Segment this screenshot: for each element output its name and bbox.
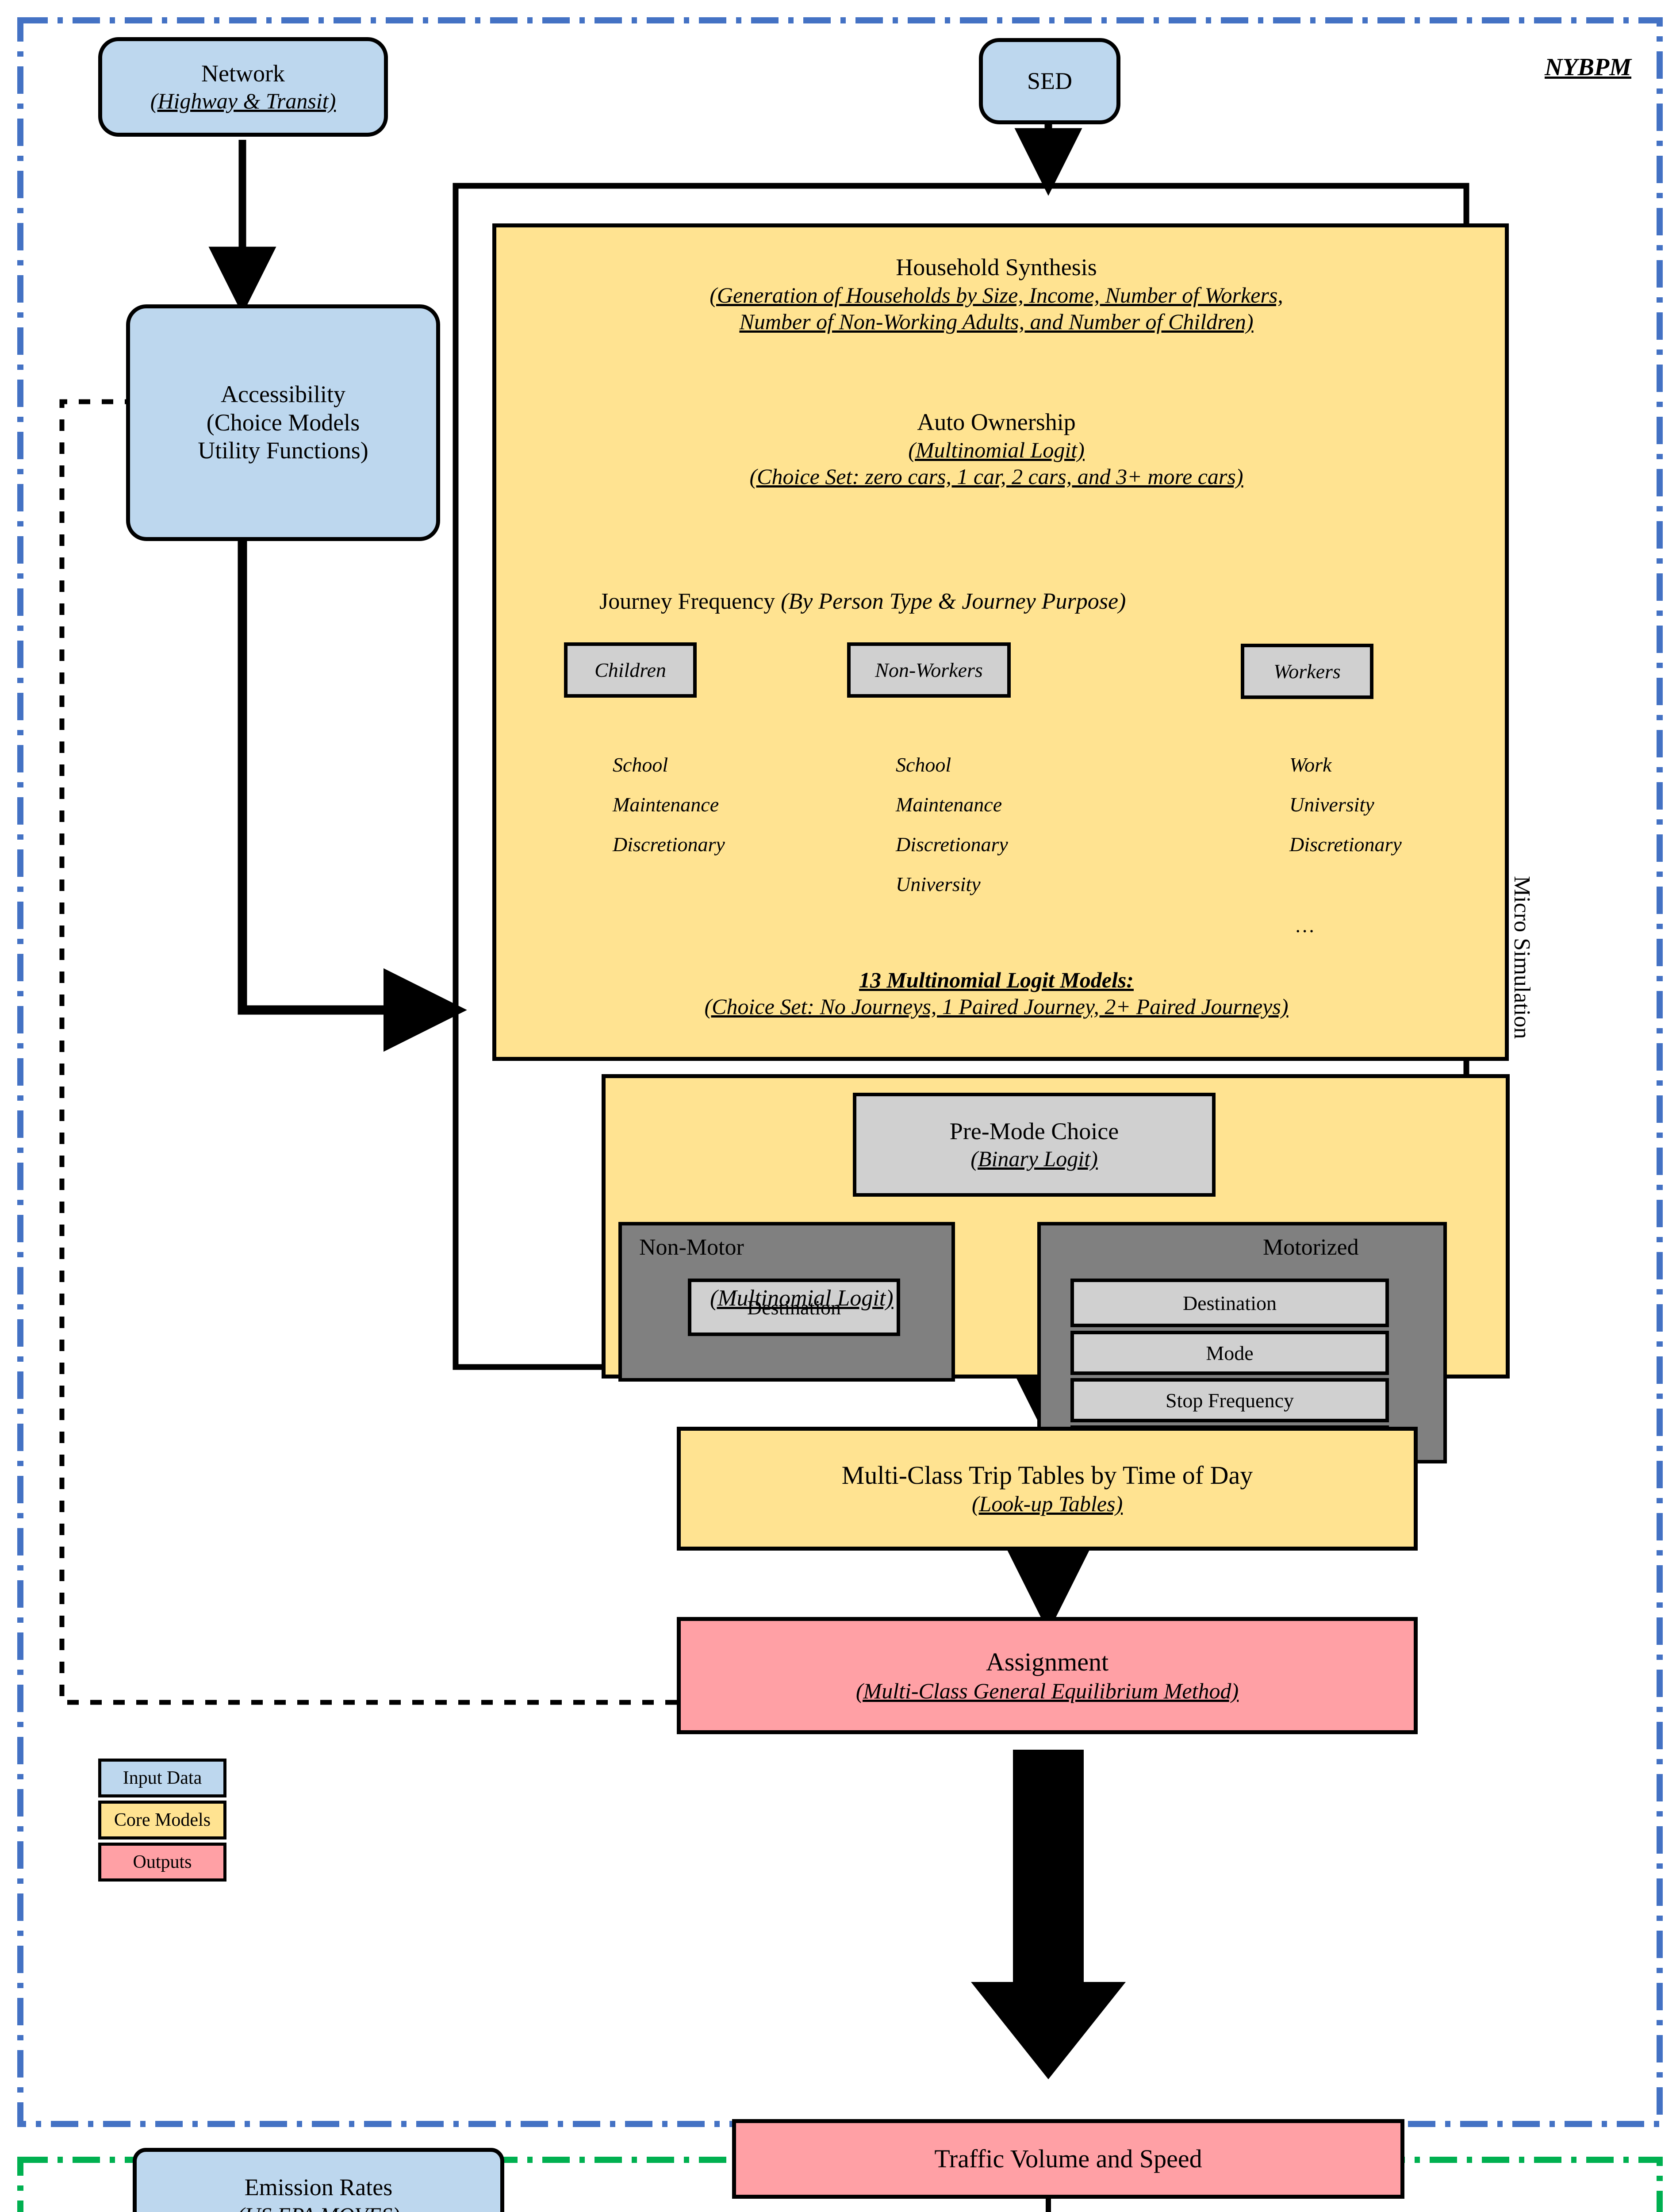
node-assignment[interactable]: Assignment (Multi-Class General Equilibr… <box>677 1617 1418 1734</box>
auto-ownership-sub1: (Multinomial Logit) <box>908 437 1085 462</box>
journey-frequency-heading-italic: (By Person Type & Journey Purpose) <box>781 589 1126 614</box>
non-workers-item-0: School <box>896 753 951 776</box>
accessibility-line3: Utility Functions) <box>198 437 368 464</box>
node-pre-mode-choice[interactable]: Pre-Mode Choice (Binary Logit) <box>853 1093 1216 1197</box>
group-non-workers-label: Non-Workers <box>875 659 983 681</box>
motorized-mode-label: Mode <box>1206 1341 1254 1364</box>
node-network[interactable]: Network (Highway & Transit) <box>98 37 388 137</box>
household-synthesis-sub1: (Generation of Households by Size, Incom… <box>710 282 1283 307</box>
motorized-title: Motorized <box>1263 1235 1359 1260</box>
arrow-accessibility-to-microsim <box>238 540 467 1052</box>
household-synthesis-title: Household Synthesis <box>896 254 1097 281</box>
non-workers-item-2: Discretionary <box>896 833 1008 856</box>
node-sed[interactable]: SED <box>979 38 1120 124</box>
group-children[interactable]: Children <box>564 642 697 698</box>
household-synthesis-sub2: Number of Non-Working Adults, and Number… <box>739 309 1254 334</box>
non-workers-item-1: Maintenance <box>896 793 1002 816</box>
non-motor-title: Non-Motor <box>639 1235 744 1260</box>
children-item-0: School <box>613 753 668 776</box>
journey-frequency-footer-2: (Choice Set: No Journeys, 1 Paired Journ… <box>704 994 1289 1019</box>
household-synthesis-block: Household Synthesis (Generation of House… <box>504 239 1488 349</box>
arrow-assignment-to-traffic <box>971 1750 1126 2079</box>
emission-rates-title: Emission Rates <box>244 2174 393 2201</box>
group-workers-label: Workers <box>1273 660 1341 683</box>
workers-item-3: … <box>1296 914 1314 937</box>
workers-item-0: Work <box>1289 753 1332 776</box>
auto-ownership-sub2: (Choice Set: zero cars, 1 car, 2 cars, a… <box>749 464 1243 489</box>
emission-rates-sub: (US EPA MOVES) <box>237 2202 400 2212</box>
trip-tables-title: Multi-Class Trip Tables by Time of Day <box>841 1460 1253 1490</box>
journey-frequency-footer: 13 Multinomial Logit Models: (Choice Set… <box>504 951 1488 1035</box>
motorized-mode[interactable]: Mode <box>1070 1331 1389 1375</box>
dotted-feedback-assignment-to-accessibility <box>59 380 677 1705</box>
legend-item-input-data: Input Data <box>98 1759 226 1797</box>
motorized-stop-frequency[interactable]: Stop Frequency <box>1070 1378 1389 1422</box>
auto-ownership-title: Auto Ownership <box>917 409 1076 436</box>
motorized-stop-frequency-label: Stop Frequency <box>1165 1389 1294 1412</box>
group-workers[interactable]: Workers <box>1241 644 1373 699</box>
sed-title: SED <box>1027 67 1072 94</box>
node-traffic-volume-speed[interactable]: Traffic Volume and Speed <box>732 2119 1404 2199</box>
ppsaq-tag: PPS-AQ <box>1545 2208 1631 2212</box>
accessibility-title: Accessibility <box>221 380 345 407</box>
children-item-2: Discretionary <box>613 833 725 856</box>
motorized-destination-label: Destination <box>1182 1291 1277 1314</box>
workers-item-1: University <box>1289 793 1374 816</box>
assignment-sub: (Multi-Class General Equilibrium Method) <box>855 1678 1239 1703</box>
pre-mode-choice-sub: (Binary Logit) <box>970 1146 1098 1171</box>
auto-ownership-block: Auto Ownership (Multinomial Logit) (Choi… <box>504 398 1488 500</box>
node-trip-tables[interactable]: Multi-Class Trip Tables by Time of Day (… <box>677 1427 1418 1551</box>
pre-mode-choice-title: Pre-Mode Choice <box>949 1118 1119 1144</box>
journey-frequency-footer-1: 13 Multinomial Logit Models: <box>859 968 1134 992</box>
multinomial-logit-brace-label: (Multinomial Logit) <box>710 1286 894 1311</box>
group-non-workers[interactable]: Non-Workers <box>847 642 1011 698</box>
legend-label-core-models: Core Models <box>114 1810 211 1830</box>
motorized-destination[interactable]: Destination <box>1070 1279 1389 1327</box>
workers-item-2: Discretionary <box>1289 833 1402 856</box>
journey-frequency-heading-plain: Journey Frequency <box>599 589 781 614</box>
non-motor-destination-label: Destination <box>747 1296 841 1319</box>
network-title: Network <box>201 60 285 87</box>
legend-item-outputs: Outputs <box>98 1843 226 1882</box>
node-emission-rates[interactable]: Emission Rates (US EPA MOVES) <box>133 2148 504 2212</box>
assignment-title: Assignment <box>986 1647 1109 1677</box>
non-workers-item-3: University <box>896 873 981 895</box>
trip-tables-sub: (Look-up Tables) <box>971 1491 1123 1517</box>
legend-item-core-models: Core Models <box>98 1801 226 1839</box>
legend-label-input-data: Input Data <box>123 1768 202 1788</box>
journey-frequency-heading: Journey Frequency (By Person Type & Jour… <box>599 588 1126 614</box>
network-subtitle: (Highway & Transit) <box>150 88 336 114</box>
children-item-1: Maintenance <box>613 793 719 816</box>
node-accessibility[interactable]: Accessibility (Choice Models Utility Fun… <box>126 304 440 541</box>
accessibility-line2: (Choice Models <box>206 409 360 436</box>
traffic-title: Traffic Volume and Speed <box>934 2144 1202 2173</box>
legend-label-outputs: Outputs <box>133 1852 192 1872</box>
nybpm-tag: NYBPM <box>1545 54 1631 81</box>
core-models-box-upper <box>492 223 1509 1061</box>
group-children-label: Children <box>595 659 666 681</box>
non-motor-destination[interactable]: Destination <box>688 1279 900 1336</box>
micro-simulation-label: Micro Simulation <box>1509 876 1534 1039</box>
